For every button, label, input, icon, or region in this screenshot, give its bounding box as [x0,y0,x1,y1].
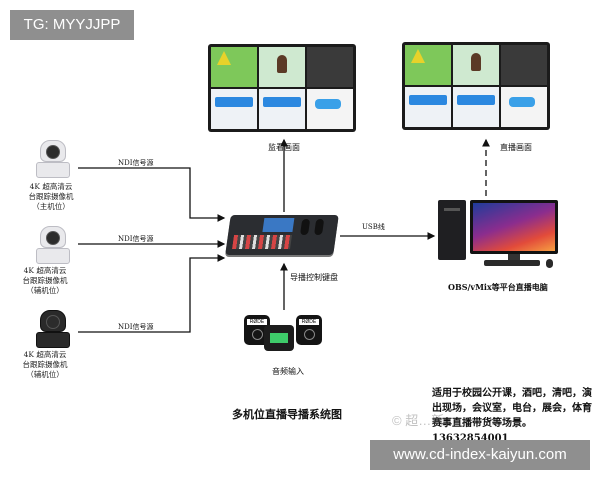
camera-label: 4K 超高清云台跟踪摄像机（辅机位） [22,266,68,295]
monitor-tile [259,47,305,87]
signal-label: NDI信号源 [118,235,154,243]
camera-label: 4K 超高清云台跟踪摄像机（辅机位） [22,350,68,379]
monitor-right-label: 直播画面 [500,143,532,152]
overlay-tag: TG: MYYJJPP [10,10,134,40]
monitor-right [402,42,550,130]
monitor-left [208,44,356,132]
monitor-left-label: 监看画面 [268,143,300,152]
use-case-description: 适用于校园公开课，酒吧，清吧，演出现场，会议室，电台，展会，体育赛事直播带货等场… [432,388,592,444]
monitor-tile [211,47,257,87]
pc-keyboard-icon [484,260,540,266]
audio-label: 音频输入 [272,367,304,376]
watermark: © 超…新… [392,413,458,428]
monitor-tile [405,87,451,127]
pc-tower-icon [438,200,466,260]
wireless-mic-icon: RØDE [296,315,322,345]
monitor-tile [501,45,547,85]
monitor-tile [453,45,499,85]
signal-label: NDI信号源 [118,159,154,167]
camera-icon [34,310,70,348]
monitor-tile [259,89,305,129]
pc-stand [508,254,520,260]
usb-label: USB线 [362,223,385,231]
mic-receiver-icon [264,325,294,351]
monitor-tile [307,47,353,87]
pc-mouse-icon [546,259,553,268]
monitor-tile [211,89,257,129]
monitor-tile [501,87,547,127]
monitor-tile [453,87,499,127]
monitor-tile [307,89,353,129]
camera-label: 4K 超高清云台跟踪摄像机（主机位） [28,182,74,211]
camera-icon [34,140,70,178]
signal-label: NDI信号源 [118,323,154,331]
overlay-url: www.cd-index-kaiyun.com [370,440,590,470]
control-keyboard-icon [225,215,339,255]
monitor-tile [405,45,451,85]
diagram-title: 多机位直播导播系统图 [232,408,342,421]
camera-icon [34,226,70,264]
keyboard-label: 导播控制键盘 [290,273,338,282]
pc-monitor-icon [470,200,558,254]
pc-label: OBS/vMix等平台直播电脑 [448,282,548,292]
